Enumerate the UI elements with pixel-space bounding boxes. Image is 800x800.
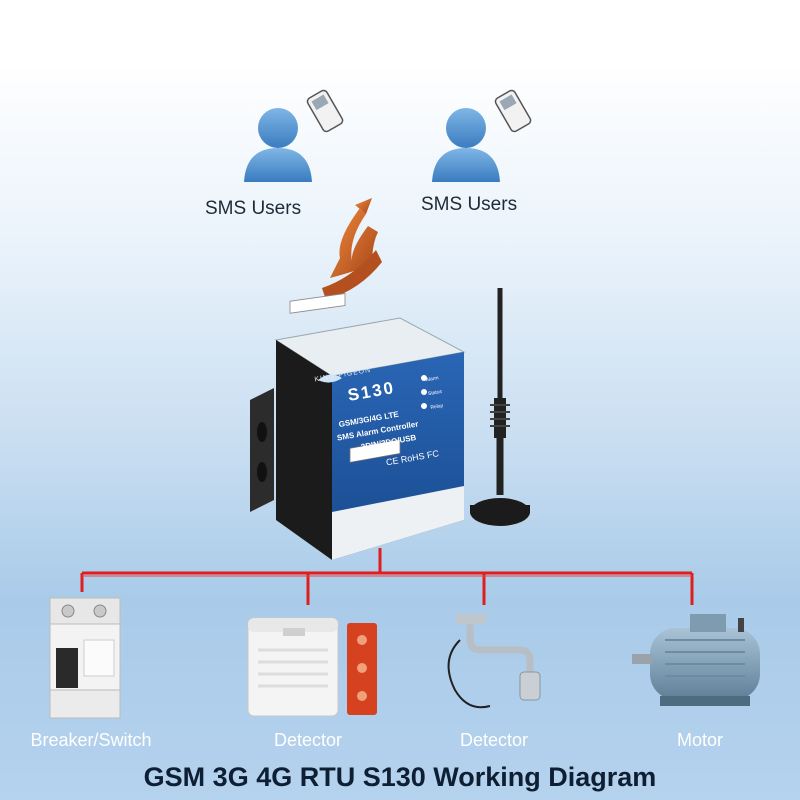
sms-user-label: SMS Users xyxy=(421,194,518,215)
detector-icon xyxy=(247,617,377,717)
wiring xyxy=(80,548,694,605)
sms-user-label: SMS Users xyxy=(205,198,302,219)
device-label-breaker: Breaker/Switch xyxy=(30,730,152,750)
device-label-motor: Motor xyxy=(676,730,723,750)
s130-controller xyxy=(250,293,466,560)
device-label-detector: Detector xyxy=(273,730,343,750)
breaker-switch-icon xyxy=(49,597,121,719)
signal-arrow-icon xyxy=(322,198,382,300)
diagram-title: GSM 3G 4G RTU S130 Working Diagram xyxy=(143,762,657,792)
sms-user-icon xyxy=(244,89,344,182)
device-label-detector: Detector xyxy=(459,730,529,750)
device-model: S130 xyxy=(346,377,397,405)
motor-icon xyxy=(632,614,760,706)
led-label: Relay xyxy=(430,402,444,411)
device-face: KING PIGEON S130 GSM/3G/4G LTE SMS Alarm… xyxy=(314,358,440,477)
float-switch-icon xyxy=(447,614,541,709)
antenna-icon xyxy=(470,288,530,526)
sms-user-icon xyxy=(432,89,532,182)
